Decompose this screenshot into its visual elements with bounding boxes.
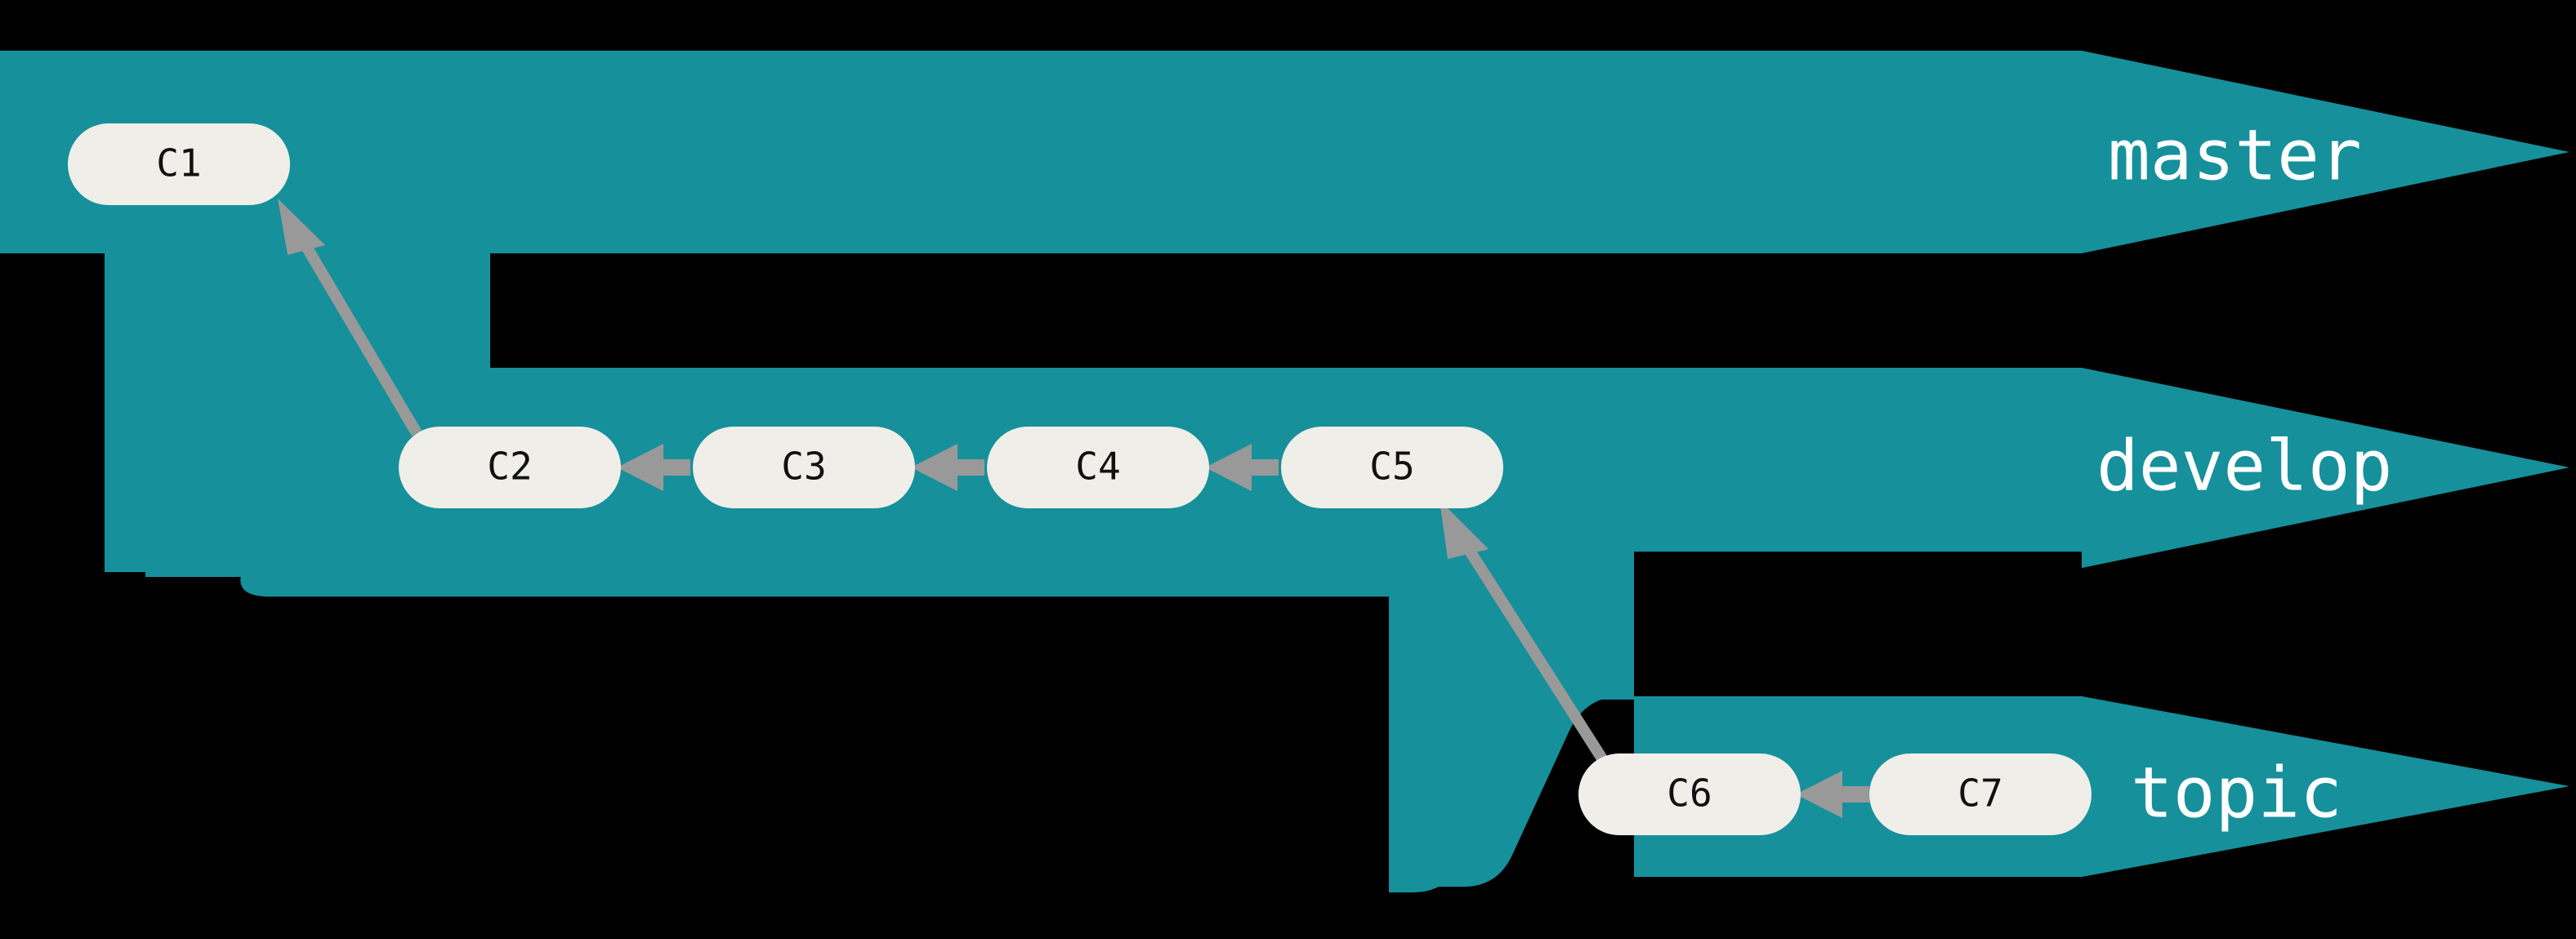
commit-node-shape xyxy=(1578,753,1801,835)
commit-node-c7[interactable]: C7 xyxy=(1869,753,2092,835)
branch-band-topic-tip xyxy=(2082,696,2569,877)
edge-c5-to-c4 xyxy=(1205,444,1279,491)
commit-node-shape xyxy=(1281,427,1503,508)
commit-label: C5 xyxy=(1369,445,1414,489)
commit-node-shape xyxy=(693,427,915,508)
commit-node-shape xyxy=(399,427,621,508)
branch-label-develop: develop xyxy=(2096,425,2392,507)
commit-label: C2 xyxy=(487,445,532,489)
commit-node-c5[interactable]: C5 xyxy=(1281,427,1503,508)
commit-label: C4 xyxy=(1075,445,1120,489)
gap-develop-topic xyxy=(1571,552,2082,696)
edge-c7-to-c6 xyxy=(1796,771,1869,818)
edge-c4-to-c3 xyxy=(911,444,984,491)
commit-node-shape xyxy=(68,123,290,205)
branch-band-master[interactable] xyxy=(0,51,2569,253)
branch-label-topic: topic xyxy=(2131,752,2342,834)
commit-node-c4[interactable]: C4 xyxy=(987,427,1209,508)
commit-label: C7 xyxy=(1958,771,2002,816)
commit-node-c3[interactable]: C3 xyxy=(693,427,915,508)
branch-ribbon-left xyxy=(105,253,490,567)
commit-label: C6 xyxy=(1667,771,1712,816)
gap-master-develop xyxy=(422,253,2082,368)
commit-node-shape xyxy=(1869,753,2092,835)
commit-node-c6[interactable]: C6 xyxy=(1578,753,1801,835)
commit-node-c2[interactable]: C2 xyxy=(399,427,621,508)
edge-c6-to-c5 xyxy=(1440,500,1608,763)
commit-label: C1 xyxy=(156,141,201,186)
commit-label: C3 xyxy=(781,445,826,489)
commit-node-shape xyxy=(987,427,1209,508)
edge-c2-to-c1 xyxy=(278,199,422,436)
branch-ribbon-left-topic xyxy=(1389,552,1634,891)
edge-c3-to-c2 xyxy=(617,444,690,491)
branch-label-master: master xyxy=(2108,114,2362,196)
commit-node-c1[interactable]: C1 xyxy=(68,123,290,205)
branch-band-develop-tip xyxy=(2082,368,2569,568)
